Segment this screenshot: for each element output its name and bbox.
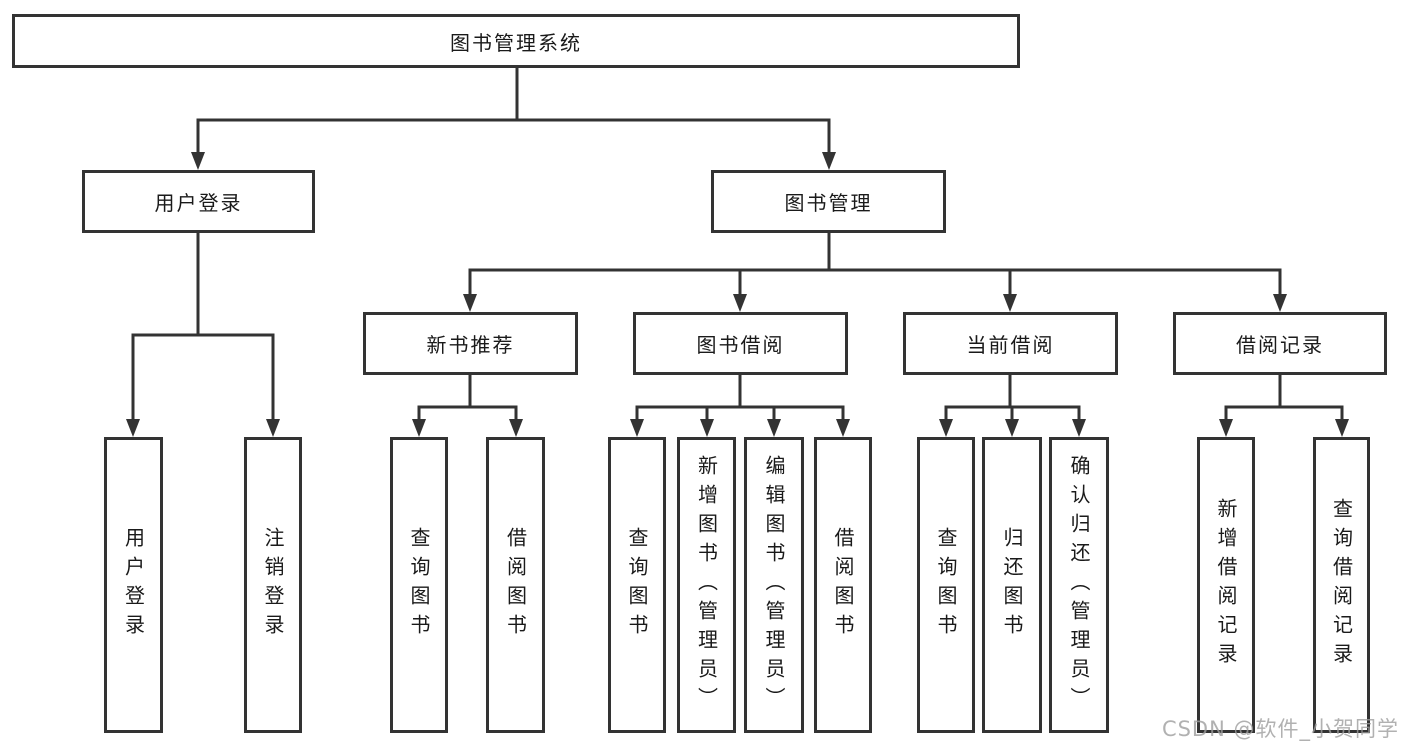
leaf-return-book: 归还图书	[982, 437, 1042, 733]
node-book-management-label: 图书管理	[784, 191, 873, 215]
leaf-query-book-label: 查询图书	[407, 527, 431, 643]
leaf-add-book-admin-label: 新增图书（管理员）	[694, 454, 719, 716]
node-current-borrow-label: 当前借阅	[966, 333, 1055, 357]
leaf-query-book: 查询图书	[390, 437, 448, 733]
leaf-borrow-book-label: 借阅图书	[503, 527, 528, 643]
leaf-query-book: 查询图书	[608, 437, 666, 733]
leaf-query-book: 查询图书	[917, 437, 975, 733]
node-book-management: 图书管理	[711, 170, 946, 233]
node-book-borrow-label: 图书借阅	[696, 333, 785, 357]
node-new-book-recommend-label: 新书推荐	[426, 333, 515, 357]
leaf-query-book-label: 查询图书	[625, 527, 649, 643]
node-borrow-records-label: 借阅记录	[1236, 333, 1324, 357]
leaf-edit-book-admin-label: 编辑图书（管理员）	[762, 454, 786, 716]
leaf-return-book-label: 归还图书	[1000, 527, 1024, 643]
leaf-add-borrow-record-label: 新增借阅记录	[1214, 498, 1238, 672]
leaf-borrow-book: 借阅图书	[814, 437, 872, 733]
leaf-edit-book-admin: 编辑图书（管理员）	[744, 437, 804, 733]
leaf-query-borrow-record-label: 查询借阅记录	[1329, 498, 1354, 672]
node-borrow-records: 借阅记录	[1173, 312, 1387, 375]
leaf-user-login: 用户登录	[104, 437, 163, 733]
arrowheads	[126, 152, 1349, 437]
node-book-borrow: 图书借阅	[633, 312, 848, 375]
leaf-query-book-label: 查询图书	[934, 527, 958, 643]
leaf-add-book-admin: 新增图书（管理员）	[677, 437, 736, 733]
node-user-login: 用户登录	[82, 170, 315, 233]
node-user-login-label: 用户登录	[154, 191, 243, 215]
leaf-add-borrow-record: 新增借阅记录	[1197, 437, 1255, 733]
connector-lines	[131, 68, 1344, 421]
leaf-query-borrow-record: 查询借阅记录	[1313, 437, 1370, 733]
leaf-logout-label: 注销登录	[261, 527, 285, 643]
node-library-system-label: 图书管理系统	[450, 30, 582, 55]
leaf-borrow-book: 借阅图书	[486, 437, 545, 733]
leaf-confirm-return-admin-label: 确认归还（管理员）	[1067, 454, 1091, 716]
node-new-book-recommend: 新书推荐	[363, 312, 578, 375]
watermark: CSDN @软件_小贺同学	[1161, 717, 1399, 741]
leaf-confirm-return-admin: 确认归还（管理员）	[1049, 437, 1109, 733]
leaf-user-login-label: 用户登录	[121, 527, 146, 643]
node-library-system: 图书管理系统	[12, 14, 1020, 68]
leaf-logout: 注销登录	[244, 437, 302, 733]
leaf-borrow-book-label: 借阅图书	[831, 527, 855, 643]
node-current-borrow: 当前借阅	[903, 312, 1118, 375]
